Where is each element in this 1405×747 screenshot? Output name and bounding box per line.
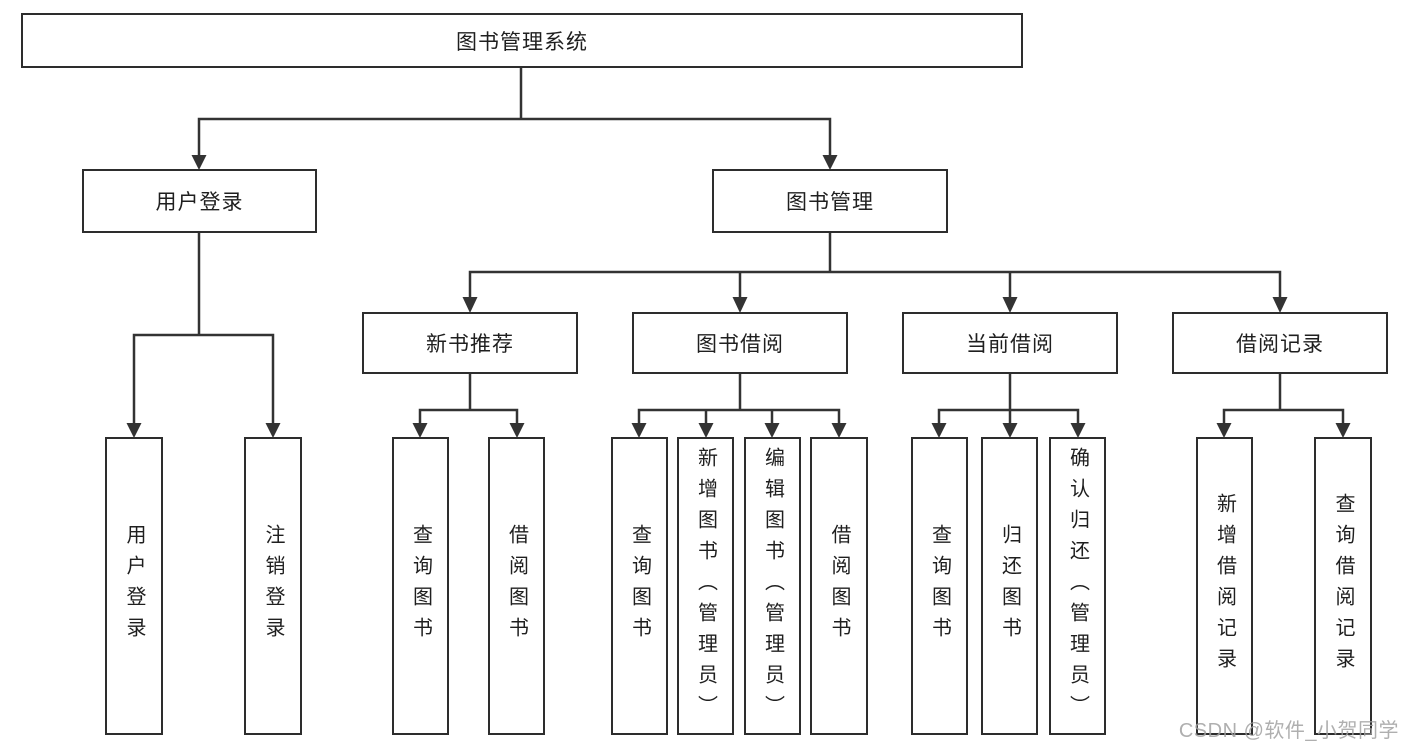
node-book-borrow: 图书借阅 [632, 312, 848, 374]
leaf-borrow-book-recommend: 借阅图书 [488, 437, 545, 735]
leaf-add-borrow-record: 新增借阅记录 [1196, 437, 1253, 735]
leaf-add-book-admin: 新增图书（管理员） [677, 437, 734, 735]
node-current-borrow: 当前借阅 [902, 312, 1118, 374]
leaf-query-book-recommend: 查询图书 [392, 437, 449, 735]
leaf-query-book-current: 查询图书 [911, 437, 968, 735]
leaf-query-borrow-record: 查询借阅记录 [1314, 437, 1372, 735]
node-borrow-records: 借阅记录 [1172, 312, 1388, 374]
node-new-book-recommend: 新书推荐 [362, 312, 578, 374]
node-book-management: 图书管理 [712, 169, 948, 233]
leaf-logout: 注销登录 [244, 437, 302, 735]
leaf-return-book: 归还图书 [981, 437, 1038, 735]
leaf-confirm-return-admin: 确认归还（管理员） [1049, 437, 1106, 735]
leaf-edit-book-admin: 编辑图书（管理员） [744, 437, 801, 735]
leaf-query-book-borrow: 查询图书 [611, 437, 668, 735]
node-user-login: 用户登录 [82, 169, 317, 233]
arrowheads [126, 155, 1351, 438]
leaf-user-login: 用户登录 [105, 437, 163, 735]
watermark-text: CSDN @软件_小贺同学 [1178, 720, 1399, 742]
node-root: 图书管理系统 [21, 13, 1023, 68]
leaf-borrow-book: 借阅图书 [810, 437, 868, 735]
